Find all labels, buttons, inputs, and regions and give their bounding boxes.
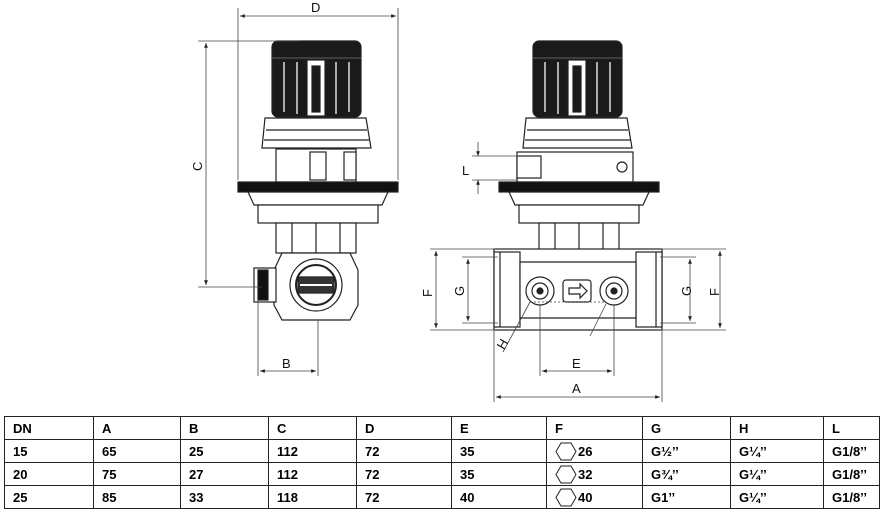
table-row: 20 75 27 112 72 35 32 G¾’’ G¼’’ G1/8’’ [4,462,880,486]
valve-technical-drawing: D C B [190,0,726,402]
dimension-E [539,305,615,376]
cell-d: 72 [356,485,452,509]
dimensions-table: DN A B C D E F G H L 15 65 25 112 72 35 … [4,416,880,509]
label-C: C [190,162,205,171]
cell-h: G¼’’ [730,485,824,509]
dimension-L [472,142,518,194]
header-e: E [451,416,547,440]
cell-a: 75 [93,462,181,486]
cell-g: G½’’ [642,439,731,463]
dimension-H [502,301,607,353]
header-d: D [356,416,452,440]
cell-b: 25 [180,439,269,463]
side-view [237,40,399,321]
label-G-right: G [679,286,694,296]
cell-dn: 20 [4,462,94,486]
header-a: A [93,416,181,440]
dimension-F-left [430,248,496,331]
cell-a: 65 [93,439,181,463]
header-b: B [180,416,269,440]
cell-e: 40 [451,485,547,509]
header-c: C [268,416,357,440]
hexagon-wrench-icon [555,465,577,483]
cell-d: 72 [356,462,452,486]
cell-h: G¼’’ [730,439,824,463]
cell-c: 112 [268,439,357,463]
cell-d: 72 [356,439,452,463]
cell-f: 32 [546,462,643,486]
header-l: L [823,416,880,440]
label-L: L [462,163,469,178]
cell-f-value: 26 [578,443,593,459]
label-G-left: G [452,286,467,296]
front-view [493,40,663,331]
cell-a: 85 [93,485,181,509]
cell-f: 26 [546,439,643,463]
dimension-D [237,8,399,180]
header-dn: DN [4,416,94,440]
cell-c: 112 [268,462,357,486]
label-H: H [494,336,512,352]
cell-e: 35 [451,439,547,463]
cell-dn: 15 [4,439,94,463]
cell-e: 35 [451,462,547,486]
hexagon-wrench-icon [555,488,577,506]
cell-f-value: 40 [578,489,593,505]
cell-h: G¼’’ [730,462,824,486]
cell-b: 27 [180,462,269,486]
label-E: E [572,356,581,371]
cell-g: G1’’ [642,485,731,509]
cell-l: G1/8’’ [823,462,880,486]
label-F-right: F [707,288,722,296]
cell-l: G1/8’’ [823,485,880,509]
label-D: D [311,0,320,15]
cell-f-value: 32 [578,466,593,482]
label-B: B [282,356,291,371]
dimension-F-right [660,248,726,331]
cell-c: 118 [268,485,357,509]
dimension-B [257,300,319,376]
header-h: H [730,416,824,440]
dimension-A [493,330,663,402]
header-g: G [642,416,731,440]
dimension-C [198,40,300,288]
cell-dn: 25 [4,485,94,509]
cell-b: 33 [180,485,269,509]
dimension-G-left [462,256,498,324]
header-f: F [546,416,643,440]
cell-f: 40 [546,485,643,509]
dimension-G-right [660,256,696,324]
label-A: A [572,381,581,396]
hexagon-wrench-icon [555,442,577,460]
table-row: 25 85 33 118 72 40 40 G1’’ G¼’’ G1/8’’ [4,485,880,509]
table-header-row: DN A B C D E F G H L [4,416,880,440]
label-F-left: F [420,289,435,297]
cell-g: G¾’’ [642,462,731,486]
cell-l: G1/8’’ [823,439,880,463]
table-row: 15 65 25 112 72 35 26 G½’’ G¼’’ G1/8’’ [4,439,880,463]
